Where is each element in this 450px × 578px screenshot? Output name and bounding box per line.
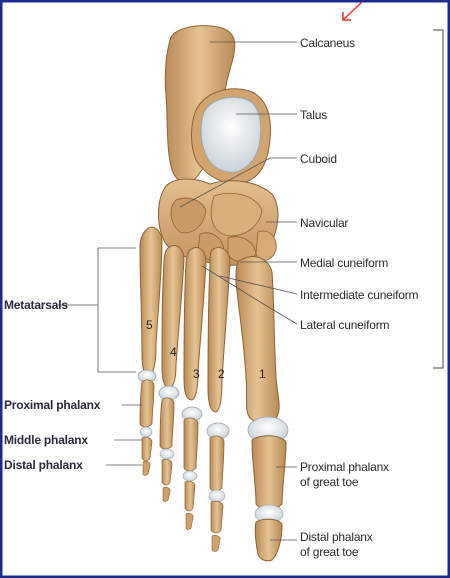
label-distal-phalanx-great-toe-line1: Distal phalanx	[300, 530, 373, 544]
label-proximal-phalanx-great-toe-line2: of great toe	[300, 475, 359, 489]
tarsals-bracket	[433, 29, 444, 369]
metatarsal-number-4: 4	[170, 345, 177, 359]
label-cuboid: Cuboid	[300, 152, 337, 166]
metatarsal-3	[183, 247, 207, 401]
metatarsal-number-5: 5	[146, 318, 153, 332]
label-middle-phalanx: Middle phalanx	[4, 433, 88, 447]
label-talus: Talus	[300, 108, 328, 122]
label-intermediate-cuneiform: Intermediate cuneiform	[300, 288, 419, 302]
label-navicular: Navicular	[300, 216, 349, 230]
metatarsal-5	[139, 226, 163, 377]
metatarsal-number-1: 1	[259, 367, 266, 381]
metatarsal-4	[161, 245, 185, 389]
tarsal-cluster	[158, 178, 279, 266]
metatarsal-number-3: 3	[193, 367, 200, 381]
red-arrow-mark	[342, 1, 363, 21]
proximal-phalanges	[139, 379, 287, 511]
label-lateral-cuneiform: Lateral cuneiform	[300, 318, 390, 332]
metatarsal-2	[207, 247, 231, 413]
metatarsal-number-2: 2	[218, 367, 225, 381]
leader-lines	[58, 41, 298, 541]
label-metatarsals: Metatarsals	[4, 298, 68, 312]
label-medial-cuneiform: Medial cuneiform	[300, 256, 389, 270]
label-distal-phalanx: Distal phalanx	[4, 458, 83, 472]
label-proximal-phalanx-great-toe-line1: Proximal phalanx	[300, 460, 389, 474]
label-calcaneus: Calcaneus	[300, 36, 355, 50]
label-proximal-phalanx: Proximal phalanx	[4, 398, 101, 412]
talus-bone	[191, 88, 271, 184]
label-distal-phalanx-great-toe-line2: of great toe	[300, 545, 359, 559]
distal-phalanges	[141, 436, 283, 562]
